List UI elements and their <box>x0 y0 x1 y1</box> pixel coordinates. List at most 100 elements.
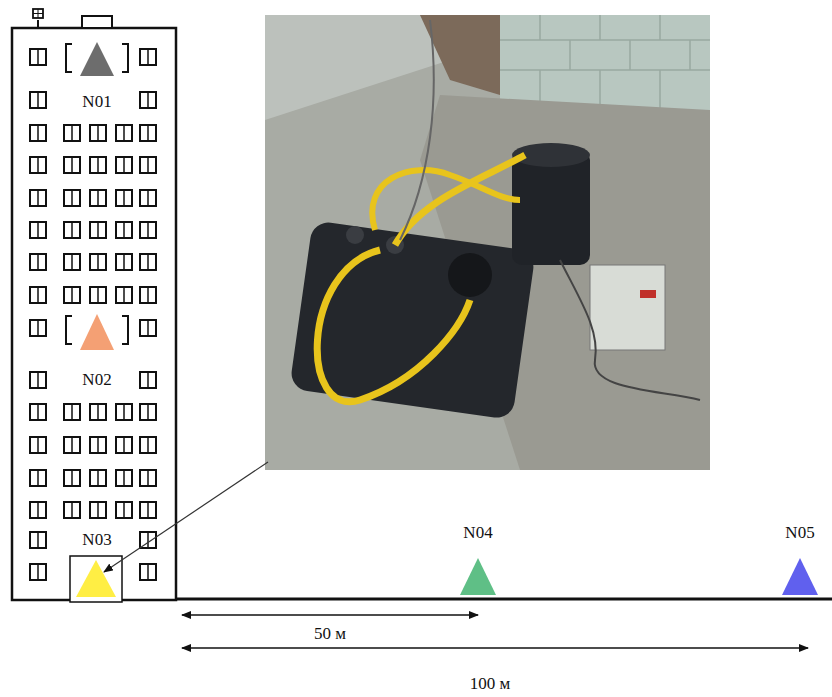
window <box>90 404 106 420</box>
window <box>140 437 156 453</box>
sensor-triangle <box>460 558 496 595</box>
window-mullion <box>71 125 73 141</box>
window-mullion <box>97 404 99 420</box>
window-mullion <box>37 502 39 518</box>
window-mullion <box>123 190 125 206</box>
window-mullion <box>123 254 125 270</box>
window-mullion <box>147 564 149 580</box>
window-mullion <box>71 287 73 303</box>
window-mullion <box>147 157 149 173</box>
window-mullion <box>147 49 149 65</box>
window <box>30 157 46 173</box>
station-label: N04 <box>461 523 494 543</box>
window <box>140 564 156 580</box>
window-mullion <box>123 157 125 173</box>
ground-line <box>176 598 832 601</box>
window <box>140 470 156 486</box>
window-mullion <box>71 502 73 518</box>
window-mullion <box>147 222 149 238</box>
window <box>64 254 80 270</box>
window-mullion <box>37 372 39 388</box>
window-mullion <box>123 125 125 141</box>
window <box>140 125 156 141</box>
window <box>116 287 132 303</box>
window-mullion <box>97 437 99 453</box>
window <box>64 502 80 518</box>
window-mullion <box>123 287 125 303</box>
window <box>64 125 80 141</box>
window <box>116 157 132 173</box>
dimension-line <box>182 647 808 649</box>
window <box>140 502 156 518</box>
window-mullion <box>37 564 39 580</box>
window <box>90 502 106 518</box>
window <box>30 564 46 580</box>
window-mullion <box>97 190 99 206</box>
window-mullion <box>37 320 39 336</box>
window-mullion <box>147 404 149 420</box>
window <box>90 222 106 238</box>
window-mullion <box>97 470 99 486</box>
window-grid <box>30 49 156 580</box>
window-mullion <box>37 125 39 141</box>
window <box>64 437 80 453</box>
window-mullion <box>97 502 99 518</box>
window <box>90 254 106 270</box>
window <box>30 125 46 141</box>
window <box>30 190 46 206</box>
window <box>30 502 46 518</box>
window <box>30 372 46 388</box>
window <box>116 470 132 486</box>
window-mullion <box>123 502 125 518</box>
sensor-triangle <box>80 42 114 76</box>
window-mullion <box>71 437 73 453</box>
window-mullion <box>71 222 73 238</box>
window <box>90 157 106 173</box>
sensor-triangle <box>76 560 116 597</box>
window-mullion <box>37 222 39 238</box>
leader-line <box>104 462 268 572</box>
window <box>64 404 80 420</box>
window <box>140 49 156 65</box>
window-mullion <box>37 49 39 65</box>
window <box>140 404 156 420</box>
window <box>116 437 132 453</box>
station-label: N03 <box>80 530 113 550</box>
window-mullion <box>147 190 149 206</box>
station-label: N02 <box>80 370 113 390</box>
window <box>116 404 132 420</box>
window <box>140 320 156 336</box>
window-mullion <box>147 502 149 518</box>
window-mullion <box>37 92 39 108</box>
window-mullion <box>147 470 149 486</box>
window-mullion <box>71 190 73 206</box>
window <box>30 320 46 336</box>
window-mullion <box>71 470 73 486</box>
window-mullion <box>147 532 149 548</box>
window <box>90 190 106 206</box>
station-label: N01 <box>80 92 113 112</box>
window-mullion <box>97 125 99 141</box>
window-mullion <box>147 125 149 141</box>
window <box>30 470 46 486</box>
window-mullion <box>147 287 149 303</box>
window <box>90 437 106 453</box>
window-mullion <box>123 437 125 453</box>
window <box>64 470 80 486</box>
window <box>116 254 132 270</box>
window-mullion <box>97 222 99 238</box>
window <box>64 190 80 206</box>
window-mullion <box>97 287 99 303</box>
window <box>140 287 156 303</box>
window-mullion <box>71 157 73 173</box>
window-mullion <box>71 404 73 420</box>
window <box>90 287 106 303</box>
window-mullion <box>147 92 149 108</box>
dimension-line <box>182 614 478 616</box>
window-mullion <box>37 437 39 453</box>
window-mullion <box>123 470 125 486</box>
window <box>90 470 106 486</box>
window <box>30 404 46 420</box>
